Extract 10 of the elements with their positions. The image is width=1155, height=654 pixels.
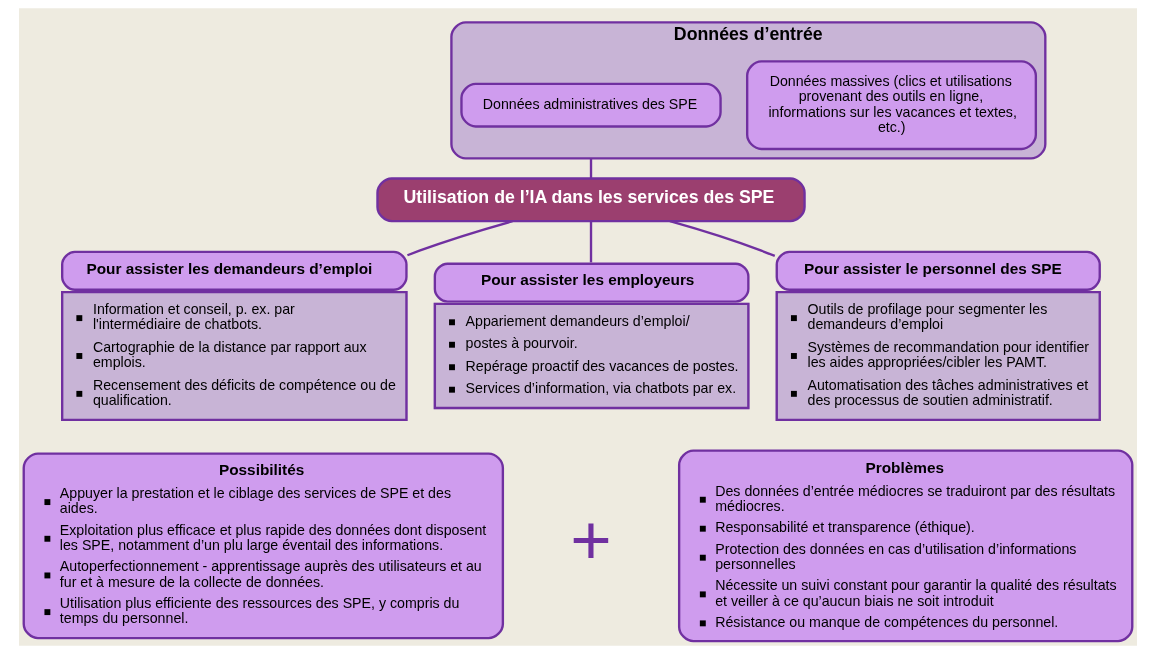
connector xyxy=(589,158,592,179)
node-box: Problèmes Des données d’entrée médiocres se traduiront par des résultats médiocres. Responsabilité et transparence (éthique). Protection des données en cas d’utilisation d’informations personnelles Nécessite un suivi constant pour garantir la qualité des résultats et veiller à ce qu’aucun biais ne soit introduit Résistance ou manque de compétences du personnel. xyxy=(677,449,1133,643)
connector xyxy=(589,221,592,263)
label: + xyxy=(569,499,612,579)
node-box: Données administratives des SPE xyxy=(459,82,722,128)
node-box: Utilisation de l’IA dans les services des SPE xyxy=(375,177,806,223)
node-box: Données massives (clics et utilisations provenant des outils en ligne, informations sur les vacances et textes, etc.) xyxy=(745,60,1037,151)
connector xyxy=(669,220,775,258)
connector xyxy=(406,220,513,257)
node-box: Possibilités Appuyer la prestation et le ciblage des services de SPE et des aides. Exploitation plus efficace et plus rapide des données dont disposent les SPE, notamment d’un plu large éventail des informations. Autoperfectionnement - apprentissage auprès des utilisateurs et au fur et à mesure de la collecte de données. Utilisation plus efficiente des ressources des SPE, y compris du temps du personnel. xyxy=(22,452,504,640)
